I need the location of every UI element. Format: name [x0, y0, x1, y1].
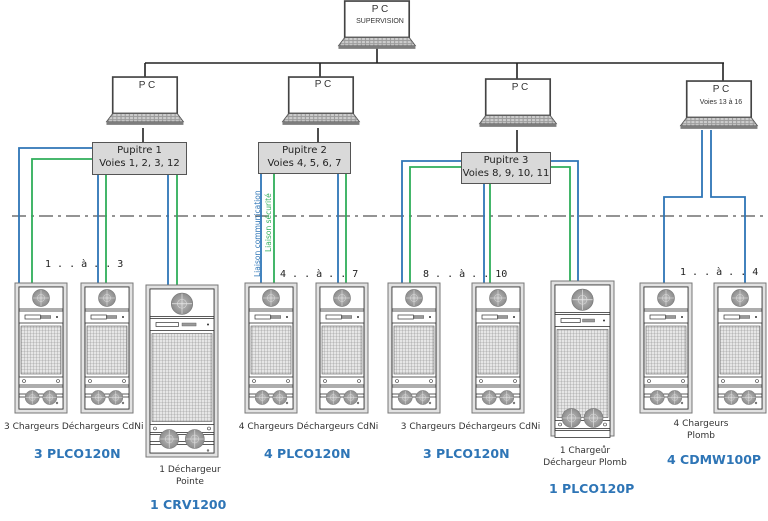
fan-icon	[489, 289, 507, 307]
pc-4-title: P C	[712, 84, 730, 95]
pupitre-3-name: Pupitre 3	[483, 155, 529, 166]
fan-icon	[98, 289, 116, 307]
fan-icon	[667, 390, 683, 405]
group-2-description-line1: 1 Déchargeur	[159, 465, 221, 475]
comm-link	[401, 160, 461, 287]
fan-icon	[325, 390, 341, 405]
range-group-2: 4 . . à . . 7	[280, 269, 359, 280]
pupitre-2-name: Pupitre 2	[282, 145, 327, 156]
fan-icon	[561, 408, 582, 428]
pc-3-title: P C	[511, 82, 529, 93]
cabinets	[14, 280, 767, 458]
fan-icon	[170, 292, 194, 315]
fan-icon	[405, 289, 423, 307]
pupitre-2-channels: Voies 4, 5, 6, 7	[267, 158, 342, 169]
charger-cabinet	[14, 282, 68, 414]
charger-cabinet	[471, 282, 525, 414]
pc-2-title: P C	[314, 79, 332, 90]
group-5-model: 1 PLCO120P	[549, 481, 635, 496]
fan-icon	[185, 429, 205, 449]
fan-icon	[108, 390, 124, 405]
fan-icon	[415, 390, 431, 405]
supervision-pc-subtitle: SUPERVISION	[356, 18, 404, 25]
group-4-model: 3 PLCO120N	[423, 446, 510, 461]
group-3-model: 4 PLCO120N	[264, 446, 351, 461]
safety-link	[409, 166, 461, 287]
charger-cabinet	[244, 282, 298, 414]
range-group-1: 1 . . à . . 3	[45, 259, 124, 270]
charger-cabinet	[387, 282, 441, 414]
fan-icon	[42, 390, 58, 405]
charger-cabinet	[315, 282, 369, 414]
links	[18, 130, 746, 287]
group-1-description: 3 Chargeurs Déchargeurs CdNi	[4, 422, 144, 432]
fan-icon	[333, 289, 351, 307]
group-2-model: 1 CRV1200	[150, 497, 227, 512]
fan-icon	[343, 390, 359, 405]
fan-icon	[741, 390, 757, 405]
fan-icon	[24, 390, 40, 405]
group-2-description-line2: Pointe	[176, 477, 204, 487]
pupitre-1: Pupitre 1 Voies 1, 2, 3, 12	[92, 142, 187, 175]
group-5-description-line1: 1 Chargeur	[559, 446, 611, 456]
pupitre-1-channels: Voies 1, 2, 3, 12	[99, 158, 180, 169]
group-3-description: 4 Chargeurs Déchargeurs CdNi	[238, 422, 379, 432]
pc-4-subtitle: Voies 13 à 16	[699, 99, 743, 106]
charger-cabinet	[639, 282, 693, 414]
fan-icon	[90, 390, 106, 405]
pupitre-3: Pupitre 3 Voies 8, 9, 10, 11	[461, 152, 551, 184]
safety-link	[31, 158, 92, 287]
group-6-model: 4 CDMW100P	[667, 452, 762, 467]
communication-link-label: Liaison communication	[253, 190, 262, 277]
fan-icon	[254, 390, 270, 405]
comm-link	[663, 130, 703, 287]
pc-1-title: P C	[138, 80, 156, 91]
discharger-cabinet-crv1200	[145, 284, 219, 458]
group-1-model: 3 PLCO120N	[34, 446, 121, 461]
fan-icon	[499, 390, 515, 405]
network-bus	[142, 48, 724, 152]
comm-link	[18, 147, 92, 287]
fan-icon	[657, 289, 675, 307]
range-group-4: 1 . . à . . 4	[680, 267, 759, 278]
group-6-description-line1: 4 Chargeurs	[673, 419, 729, 429]
charger-cabinet	[713, 282, 767, 414]
fan-icon	[272, 390, 288, 405]
fan-icon	[32, 289, 50, 307]
charger-cabinet	[80, 282, 134, 414]
fan-icon	[583, 408, 604, 428]
fan-icon	[397, 390, 413, 405]
comm-link	[710, 130, 746, 287]
fan-icon	[571, 288, 594, 311]
pupitre-2: Pupitre 2 Voies 4, 5, 6, 7	[258, 142, 351, 174]
pupitre-3-channels: Voies 8, 9, 10, 11	[462, 168, 550, 179]
group-6-description-line2: Plomb	[687, 431, 715, 441]
fan-icon	[262, 289, 280, 307]
fan-icon	[649, 390, 665, 405]
safety-link	[551, 166, 571, 283]
group-5-description-line2: Déchargeur Plomb	[543, 458, 627, 468]
pupitre-1-name: Pupitre 1	[117, 145, 162, 156]
fan-icon	[481, 390, 497, 405]
safety-link-label: Liaison sécurité	[264, 193, 273, 252]
fan-icon	[723, 390, 739, 405]
supervision-pc-title: P C	[371, 4, 389, 15]
fan-icon	[731, 289, 749, 307]
group-4-description: 3 Chargeurs Déchargeurs CdNi	[400, 422, 541, 432]
charger-cabinet-plco120p	[550, 280, 615, 448]
comm-link	[551, 160, 579, 283]
fan-icon	[159, 429, 179, 449]
range-group-3: 8 . . à . . 10	[423, 269, 508, 280]
